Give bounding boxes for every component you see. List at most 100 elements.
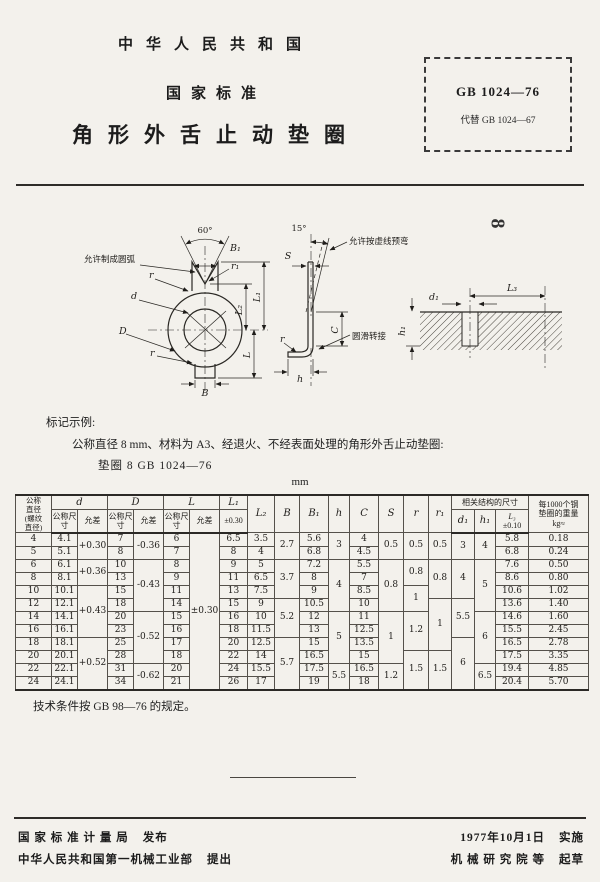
col-L2: L₂ — [247, 494, 276, 533]
table-cell: 1.2 — [403, 610, 430, 651]
page-title: 角形外舌止动垫圈 — [72, 123, 360, 147]
table-cell: 4 — [247, 545, 276, 560]
col-weight: 每1000个钢 垫圈的重量 kg≈ — [528, 494, 590, 533]
table-cell: 22 — [219, 649, 249, 664]
h-label: h — [297, 374, 303, 385]
table-cell: 15 — [349, 649, 380, 664]
table-cell: 16.5 — [349, 662, 380, 677]
table-cell: 5.5 — [328, 662, 351, 690]
table-cell: 18 — [349, 675, 380, 690]
col-d-tolerance: 允差 — [77, 509, 108, 534]
table-cell: 0.18 — [528, 532, 590, 547]
table-cell: 28 — [107, 649, 134, 664]
table-cell: 16 — [219, 610, 249, 625]
l3-tolerance: ±0.10 — [502, 520, 522, 530]
table-cell: 3 — [328, 532, 351, 560]
short-divider — [230, 777, 356, 778]
r-bottom-label: r — [150, 348, 156, 359]
table-cell: 24.1 — [51, 675, 78, 690]
table-cell: 18 — [15, 636, 52, 651]
front-view: 60° B₁ r₁ 允许制成圆弧 r r d D L₂ L₁ L B — [84, 226, 270, 399]
angle-60-construction — [180, 235, 230, 285]
table-cell: 16 — [15, 623, 52, 638]
table-cell: 6.1 — [51, 558, 78, 573]
table-cell: 14.6 — [495, 610, 530, 625]
angle-15-label: 15° — [291, 224, 306, 234]
table-cell: 10.1 — [51, 584, 78, 599]
table-cell: 22 — [15, 662, 52, 677]
table-cell: 6 — [451, 636, 476, 690]
table-cell: 0.8 — [378, 558, 405, 612]
l1-label: L₁ — [252, 292, 263, 303]
footer-implement-date: 1977年10月1日实施 — [460, 829, 584, 845]
country-name: 中华人民共和国 — [117, 37, 314, 53]
col-L1-tolerance: ±0.30 — [219, 509, 249, 534]
table-cell: 5 — [474, 558, 497, 612]
marking-example-line2: 垫圈 8 GB 1024—76 — [98, 460, 213, 472]
table-cell: 2.78 — [528, 636, 590, 651]
table-cell: 4.5 — [349, 545, 380, 560]
table-cell: 10 — [15, 584, 52, 599]
proposer-name: 中华人民共和国第一机械工业部 — [18, 854, 193, 866]
table-cell: 5.1 — [51, 545, 78, 560]
table-cell: 2.7 — [274, 532, 301, 560]
technical-drawing: 60° B₁ r₁ 允许制成圆弧 r r d D L₂ L₁ L B — [84, 224, 562, 399]
table-cell: 8.6 — [495, 571, 530, 586]
table-cell: 20 — [219, 636, 249, 651]
s-label: S — [285, 251, 292, 262]
angle-60-label: 60° — [197, 226, 212, 236]
table-cell: 18 — [107, 597, 134, 612]
table-cell: 10 — [247, 610, 276, 625]
table-cell: 13 — [107, 571, 134, 586]
table-cell: 0.8 — [428, 558, 453, 599]
table-cell: 12 — [15, 597, 52, 612]
table-cell: 13 — [219, 584, 249, 599]
col-d-nominal: 公称尺寸 — [51, 509, 78, 534]
nominal-line2: 直径 — [26, 505, 41, 514]
table-cell: 15 — [299, 636, 330, 651]
table-cell: -0.36 — [133, 532, 164, 560]
table-cell: 18 — [163, 649, 190, 664]
table-cell: 5.5 — [349, 558, 380, 573]
d-label: d — [131, 291, 137, 302]
col-D-nominal: 公称尺寸 — [107, 509, 134, 534]
table-cell: 17.5 — [495, 649, 530, 664]
table-cell: 1 — [403, 584, 430, 612]
dimension-lines-section — [406, 293, 546, 360]
col-L-tolerance: 允差 — [188, 509, 221, 534]
table-cell: +0.52 — [77, 636, 108, 690]
figure-area: 60° B₁ r₁ 允许制成圆弧 r r d D L₂ L₁ L B — [0, 200, 600, 412]
table-cell: -0.62 — [133, 662, 164, 690]
table-cell: 8 — [299, 571, 330, 586]
table-cell: 34 — [107, 675, 134, 690]
l3-label: L₃ — [506, 283, 517, 294]
table-cell: 6.8 — [495, 545, 530, 560]
table-cell: 7.5 — [247, 584, 276, 599]
table-cell: 1.02 — [528, 584, 590, 599]
table-cell: 19 — [299, 675, 330, 690]
table-cell: 20 — [107, 610, 134, 625]
table-cell: 5.6 — [299, 532, 330, 547]
table-cell: 6.5 — [247, 571, 276, 586]
table-cell: 4 — [15, 532, 52, 547]
table-cell: 8.5 — [349, 584, 380, 599]
col-L: L — [162, 494, 221, 511]
table-cell: 5.8 — [495, 532, 530, 547]
table-cell: 9 — [247, 597, 276, 612]
table-cell: 11 — [219, 571, 249, 586]
implement-label: 实施 — [559, 832, 584, 844]
table-cell: 31 — [107, 662, 134, 677]
side-r-label: r — [280, 334, 286, 345]
section-view: L₃ d₁ h₁ — [397, 283, 562, 370]
table-cell: 14 — [247, 649, 276, 664]
table-cell: 0.5 — [403, 532, 430, 560]
table-cell: 2.45 — [528, 623, 590, 638]
table-cell: 6 — [15, 558, 52, 573]
table-cell: 0.24 — [528, 545, 590, 560]
table-cell: 9 — [163, 571, 190, 586]
